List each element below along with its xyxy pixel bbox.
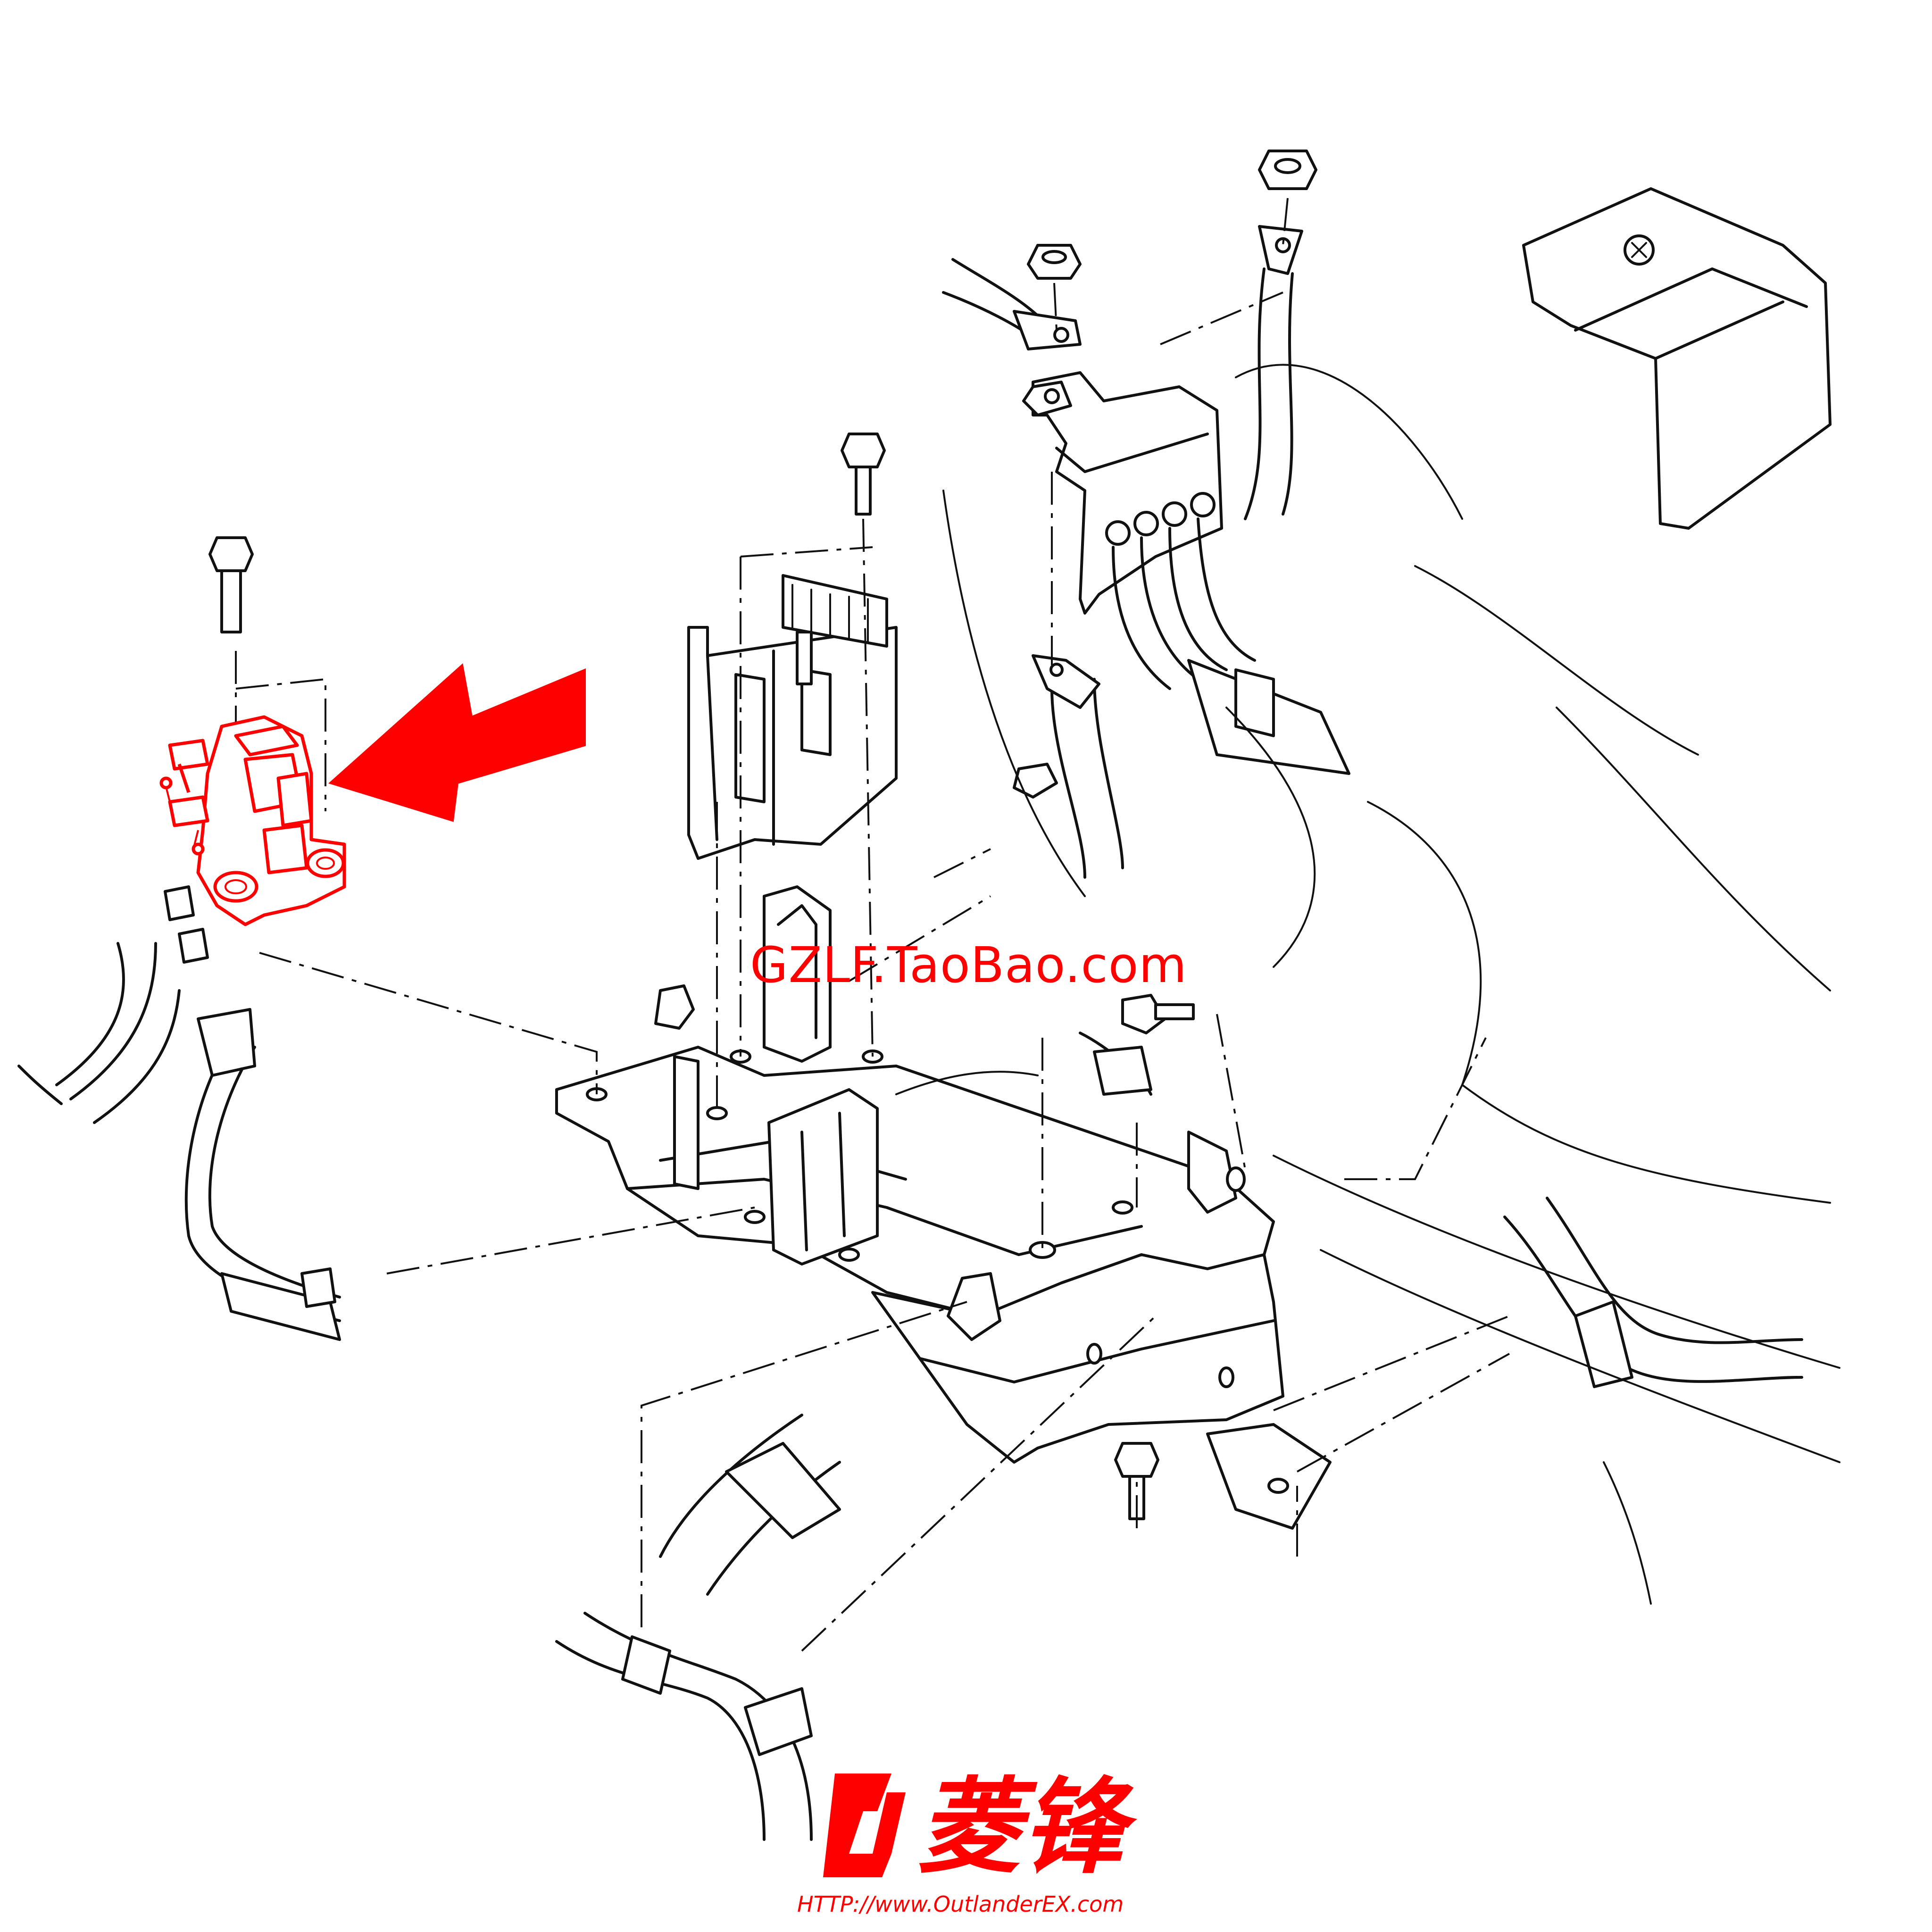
battery-cover xyxy=(1522,187,1832,530)
brand-logo-glyphs: 菱锋 xyxy=(917,1767,1138,1888)
assembly-leader-lines xyxy=(235,198,1510,1652)
coolant-hoses xyxy=(555,1032,1803,1841)
brand-logo-text: 菱锋 xyxy=(917,1767,1138,1877)
valve-solenoid-icon xyxy=(159,715,346,926)
body-panel-outlines xyxy=(895,364,1840,1605)
left-wiring-harness xyxy=(17,885,341,1341)
brand-logo-mark xyxy=(823,1774,906,1877)
battery-cables xyxy=(942,225,1303,879)
mounting-bracket xyxy=(555,885,1275,1317)
fusible-link-block xyxy=(1022,371,1350,775)
cross-member xyxy=(871,1253,1332,1530)
arrow-pointer-icon xyxy=(328,663,586,822)
brand-logo: 菱锋 xyxy=(823,1764,1153,1888)
brand-url: HTTP://www.OutlanderEX.com xyxy=(797,1891,1124,1917)
watermark-text: GZLF.TaoBao.com xyxy=(750,936,1187,994)
